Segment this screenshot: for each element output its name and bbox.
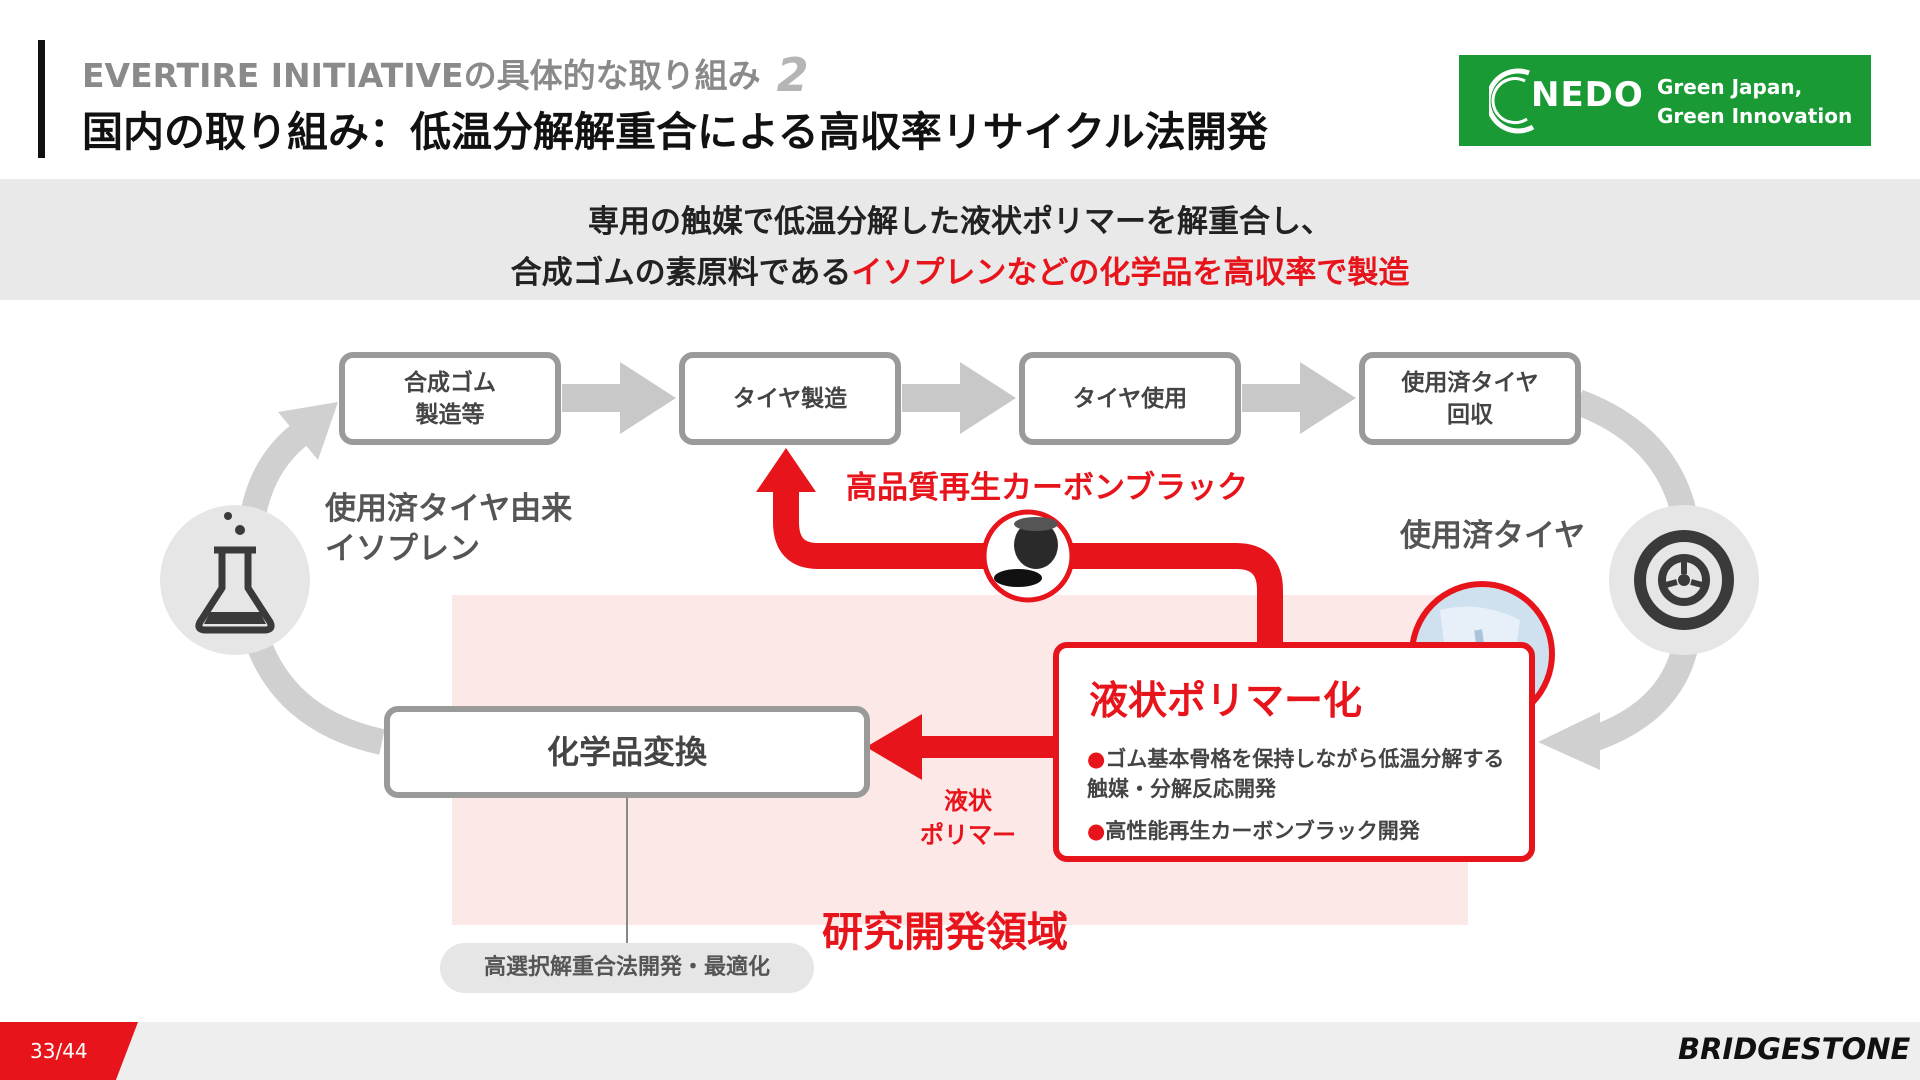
step-used-tire-collection: 使用済タイヤ 回収 bbox=[1359, 352, 1581, 445]
label-isoprene-from-used-tires: 使用済タイヤ由来 イソプレン bbox=[325, 491, 573, 567]
liquid-polymerization-box: 液状ポリマー化 ●ゴム基本骨格を保持しながら低温分解する触媒・分解反応開発 ●高… bbox=[1053, 642, 1535, 862]
subtitle-text: EVERTIRE INITIATIVEの具体的な取り組み bbox=[82, 56, 761, 95]
polymer-item-2-text: 高性能再生カーボンブラック開発 bbox=[1105, 819, 1420, 843]
chemical-conversion-box: 化学品変換 bbox=[384, 706, 870, 798]
label-carbon-black: 高品質再生カーボンブラック bbox=[846, 470, 1249, 506]
arrow-step1-step2 bbox=[562, 362, 676, 434]
summary-line-2-plain: 合成ゴムの素原料である bbox=[510, 255, 852, 291]
flask-icon bbox=[195, 512, 275, 634]
footer-bar bbox=[0, 1022, 1920, 1080]
page-number: 33/44 bbox=[0, 1022, 138, 1080]
flask-circle bbox=[160, 505, 310, 655]
arrow-step2-step3 bbox=[902, 362, 1016, 434]
left-loop-arc-bottom bbox=[241, 626, 385, 755]
nedo-tagline-line2: Green Innovation bbox=[1657, 104, 1853, 128]
summary-line-2: 合成ゴムの素原料であるイソプレンなどの化学品を高収率で製造 bbox=[0, 247, 1920, 292]
label-liquid-polymer: 液状 ポリマー bbox=[920, 787, 1016, 849]
page-subtitle: EVERTIRE INITIATIVEの具体的な取り組み 2 bbox=[82, 48, 809, 102]
nedo-arc-icon bbox=[1489, 68, 1535, 134]
step-synthetic-rubber: 合成ゴム 製造等 bbox=[339, 352, 561, 445]
right-loop-arrowhead bbox=[1538, 712, 1600, 770]
liquid-polymerization-title: 液状ポリマー化 bbox=[1089, 679, 1363, 724]
label-research-area: 研究開発領域 bbox=[822, 908, 1068, 956]
left-loop-arc-top bbox=[239, 419, 314, 523]
bridgestone-logo: BRIDGESTONE bbox=[1678, 1032, 1911, 1066]
title-accent-bar bbox=[38, 40, 45, 158]
tire-icon bbox=[1634, 530, 1734, 630]
flow-arrows bbox=[562, 362, 1356, 434]
summary-band bbox=[0, 179, 1920, 300]
carbon-black-arrowhead bbox=[756, 448, 816, 492]
polymer-item-2: ●高性能再生カーボンブラック開発 bbox=[1087, 819, 1420, 843]
left-loop-arrowhead bbox=[278, 402, 338, 460]
summary-line-2-highlight: イソプレンなどの化学品を高収率で製造 bbox=[851, 255, 1410, 291]
step-tire-manufacturing: タイヤ製造 bbox=[679, 352, 901, 445]
step-tire-use: タイヤ使用 bbox=[1019, 352, 1241, 445]
nedo-tagline: Green Japan, Green Innovation bbox=[1657, 73, 1852, 131]
subtitle-number: 2 bbox=[776, 48, 809, 102]
polymer-item-1: ●ゴム基本骨格を保持しながら低温分解する触媒・分解反応開発 bbox=[1087, 747, 1505, 801]
page-title: 国内の取り組み：低温分解解重合による高収率リサイクル法開発 bbox=[82, 108, 1268, 156]
liquid-polymer-arrowhead bbox=[866, 714, 922, 780]
nedo-wordmark: NEDO bbox=[1531, 75, 1644, 115]
label-used-tires: 使用済タイヤ bbox=[1400, 518, 1586, 554]
liquid-polymer-arrow bbox=[918, 736, 1054, 758]
nedo-tagline-line1: Green Japan, bbox=[1657, 75, 1803, 99]
depolymerization-pill: 高選択解重合法開発・最適化 bbox=[440, 943, 814, 993]
arrow-step3-step4 bbox=[1242, 362, 1356, 434]
polymer-item-1-text: ゴム基本骨格を保持しながら低温分解する触媒・分解反応開発 bbox=[1087, 747, 1505, 801]
nedo-logo: NEDO Green Japan, Green Innovation bbox=[1459, 55, 1871, 146]
summary-line-1: 専用の触媒で低温分解した液状ポリマーを解重合し、 bbox=[588, 204, 1332, 240]
